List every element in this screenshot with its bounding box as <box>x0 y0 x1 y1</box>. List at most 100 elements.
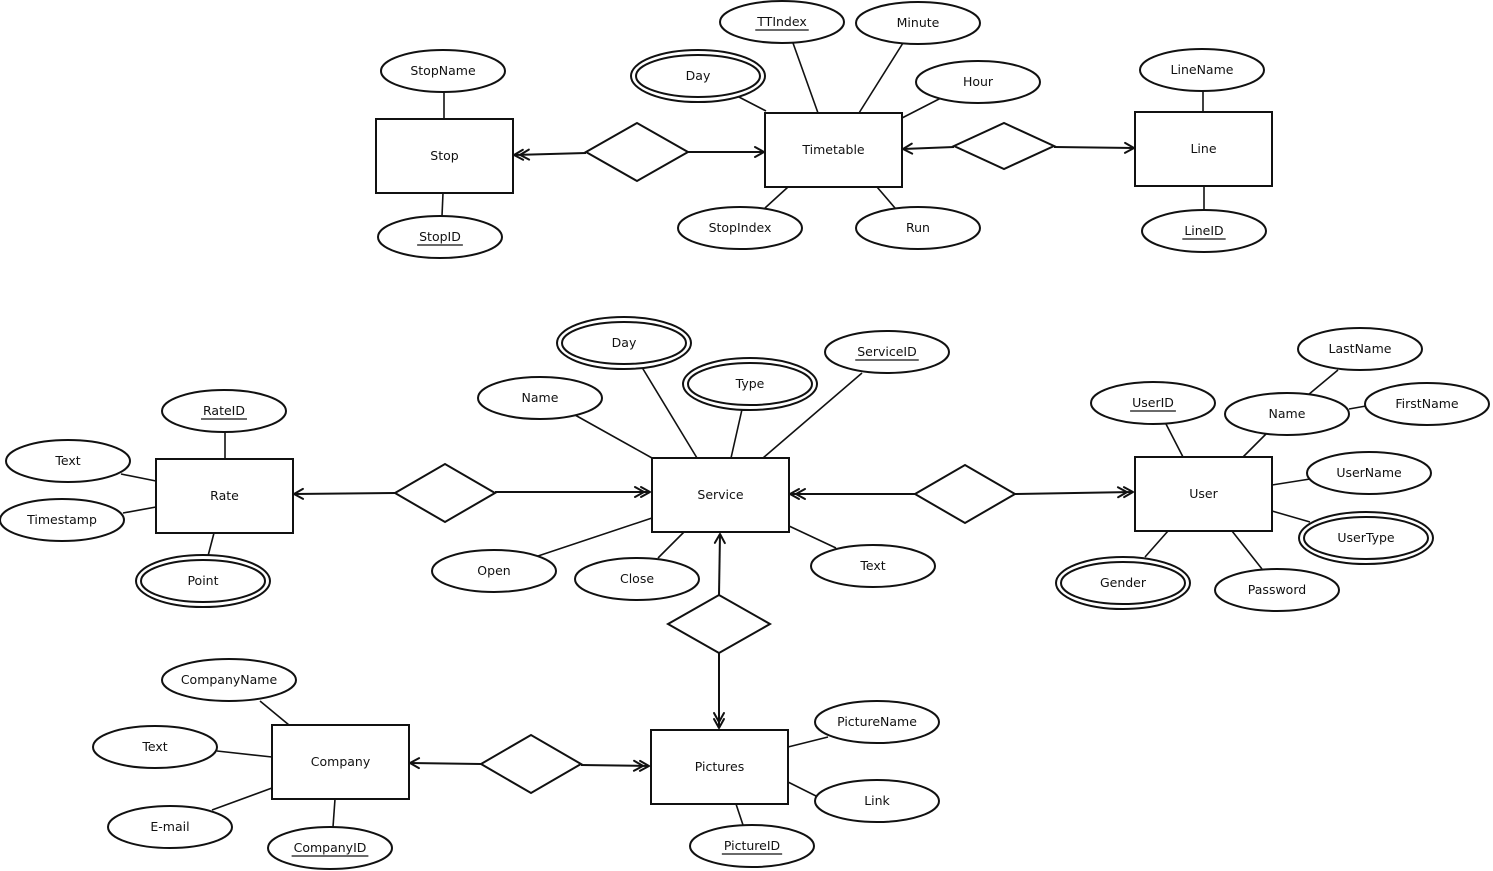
attribute-connector <box>1348 405 1367 410</box>
entity-company: Company <box>271 724 410 800</box>
entity-label: Timetable <box>801 142 865 157</box>
attribute-connector <box>730 404 744 459</box>
relationship-diamond <box>951 121 1057 171</box>
entity-label: Pictures <box>695 759 745 774</box>
attribute-ellipse <box>1364 382 1490 426</box>
relationship-diamond <box>913 463 1017 525</box>
multivalued-attribute-inner <box>1303 516 1429 560</box>
attribute-user-firstname: FirstName <box>1364 382 1490 426</box>
attribute-label: Minute <box>897 15 940 30</box>
entity-box <box>1134 111 1273 187</box>
attribute-connector <box>876 186 896 209</box>
attribute-label: Text <box>54 453 80 468</box>
arrowhead-icon <box>713 533 726 545</box>
attribute-timetable-day: Day <box>630 49 766 103</box>
relationship-diamond <box>393 462 497 524</box>
attribute-label: Type <box>735 376 765 391</box>
attribute-ellipse <box>477 376 603 420</box>
attribute-label: Text <box>859 558 885 573</box>
attribute-service-close: Close <box>574 557 700 601</box>
attribute-label: UserName <box>1336 465 1402 480</box>
attribute-label: StopIndex <box>709 220 772 235</box>
attribute-ellipse <box>161 658 297 702</box>
attribute-rate-point: Point <box>135 554 271 608</box>
attribute-ellipse <box>677 206 803 250</box>
attribute-ellipse <box>855 206 981 250</box>
attribute-connector <box>207 532 215 557</box>
entity-label: Service <box>697 487 744 502</box>
entity-rate: Rate <box>155 458 294 534</box>
attribute-label: StopName <box>410 63 476 78</box>
attribute-ellipse <box>380 49 506 93</box>
attribute-company-email: E-mail <box>107 805 233 849</box>
key-attribute-label: RateID <box>203 403 245 418</box>
attribute-ellipse <box>689 824 815 868</box>
attribute-ellipse <box>814 779 940 823</box>
arrowhead-icon <box>634 486 645 498</box>
attribute-ellipse <box>431 549 557 593</box>
multivalued-attribute-inner <box>140 559 266 603</box>
attribute-ellipse <box>1214 568 1340 612</box>
connector-layer <box>120 42 1367 828</box>
attribute-service-day: Day <box>556 316 692 370</box>
attribute-connector <box>1165 423 1184 458</box>
relationship-timetable-line <box>902 121 1135 171</box>
attribute-label: UserType <box>1337 530 1395 545</box>
attribute-service-text: Text <box>810 544 936 588</box>
attribute-connector <box>537 517 653 557</box>
attribute-connector <box>764 186 789 209</box>
attribute-pictures-pictureid: PictureID <box>689 824 815 868</box>
attribute-connector <box>120 473 157 482</box>
attribute-user-lastname: LastName <box>1297 327 1423 371</box>
attribute-service-serviceid: ServiceID <box>824 330 950 374</box>
attribute-connector <box>736 95 767 112</box>
attribute-ellipse <box>377 215 503 259</box>
attribute-service-type: Type <box>682 357 818 411</box>
attribute-rate-rateid: RateID <box>161 389 287 433</box>
relationship-line <box>1014 491 1134 495</box>
entity-label: Line <box>1190 141 1216 156</box>
attribute-label: Point <box>187 573 218 588</box>
relationship-line <box>580 764 650 767</box>
attribute-ellipse <box>1297 327 1423 371</box>
attribute-user-username: UserName <box>1306 451 1432 495</box>
key-attribute-label: TTIndex <box>756 14 806 29</box>
entity-timetable: Timetable <box>764 112 903 188</box>
relationship-line <box>293 492 396 495</box>
multivalued-attribute-outer <box>135 554 271 608</box>
entity-user: User <box>1134 456 1273 532</box>
arrowhead-icon <box>713 718 725 729</box>
multivalued-attribute-outer <box>556 316 692 370</box>
attribute-label: E-mail <box>150 819 189 834</box>
attribute-connector <box>639 363 698 459</box>
attribute-ellipse <box>5 439 131 483</box>
attribute-stop-stopid: StopID <box>377 215 503 259</box>
attribute-stop-stopname: StopName <box>380 49 506 93</box>
entity-box <box>375 118 514 194</box>
relationship-line <box>902 146 955 150</box>
relationship-diamond <box>665 593 773 655</box>
multivalued-attribute-outer <box>1298 511 1434 565</box>
attribute-connector <box>1271 478 1311 486</box>
attribute-connector <box>787 736 829 748</box>
attribute-label: Hour <box>963 74 994 89</box>
attribute-connector <box>1144 530 1169 558</box>
entity-line: Line <box>1134 111 1273 187</box>
attribute-connector <box>122 506 157 514</box>
key-attribute-label: UserID <box>1132 395 1174 410</box>
attribute-connector <box>574 414 653 459</box>
relationship-line <box>718 533 721 596</box>
entity-label: Stop <box>430 148 458 163</box>
arrowhead-icon <box>640 486 651 498</box>
attribute-connector <box>1242 433 1267 458</box>
attribute-user-password: Password <box>1214 568 1340 612</box>
key-attribute-label: ServiceID <box>857 344 917 359</box>
attribute-rate-text: Text <box>5 439 131 483</box>
attribute-label: Text <box>141 739 167 754</box>
attribute-label: Run <box>906 220 930 235</box>
attribute-company-companyname: CompanyName <box>161 658 297 702</box>
arrowhead-icon <box>632 759 645 772</box>
entity-label: User <box>1189 486 1218 501</box>
